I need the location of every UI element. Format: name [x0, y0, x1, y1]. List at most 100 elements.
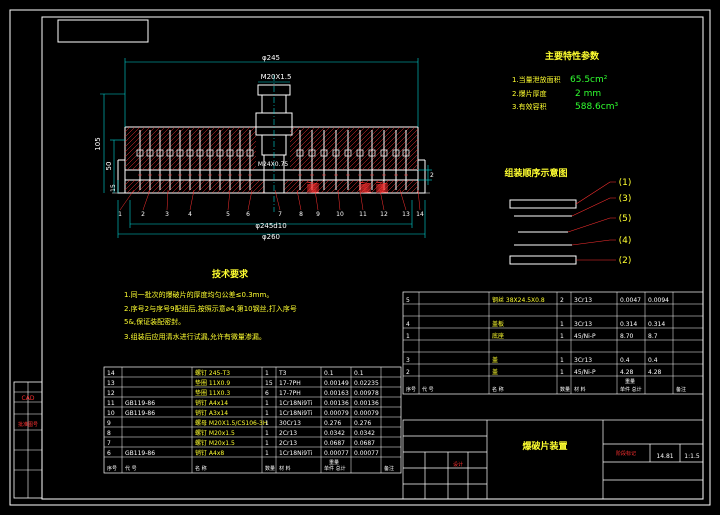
- bolt: [146, 130, 154, 190]
- bolt: [296, 130, 304, 190]
- table-cell: 2Cr13: [279, 430, 297, 437]
- table-cell: 6: [265, 390, 269, 397]
- table-cell: 8: [107, 430, 111, 437]
- table-cell: 螺钉 M20x1.5: [195, 439, 235, 447]
- table-cell: 螺钉 M20x1.5: [195, 429, 235, 437]
- assembly-label-1: (1): [619, 178, 632, 188]
- table-cell: 销钉 A4x14: [195, 399, 228, 407]
- table-cell: 8.70: [620, 333, 634, 340]
- table-cell: GB119-86: [125, 400, 155, 407]
- dim-thread: M20X1.5: [261, 73, 292, 81]
- table-cell: 10: [107, 410, 115, 417]
- bolt: [380, 130, 388, 190]
- table-cell: 1: [265, 440, 269, 447]
- dim-thread2: M24X0.75: [258, 161, 288, 168]
- title-block-title: 爆破片装置: [522, 440, 567, 452]
- table-cell: 1: [406, 333, 410, 340]
- assembly-label-4: (4): [619, 236, 632, 246]
- table-header-cell: 备注: [384, 465, 394, 472]
- table-cell: 9: [107, 420, 111, 427]
- table-cell: 1: [560, 369, 564, 376]
- table-cell: 盖: [492, 368, 498, 376]
- table-cell: 0.00163: [324, 390, 349, 397]
- table-header-cell: 材 料: [574, 386, 586, 393]
- bolt: [320, 130, 328, 190]
- table-cell: 1: [560, 357, 564, 364]
- spring: [358, 181, 372, 194]
- table-cell: 0.276: [354, 420, 371, 427]
- hatch-regions: [125, 127, 418, 193]
- table-header-cell: 材 料: [279, 465, 291, 472]
- table-cell: 0.0094: [648, 297, 669, 304]
- table-cell: 螺钉 245-T3: [195, 369, 230, 377]
- assembly-label-5: (5): [619, 214, 632, 224]
- balloon-label: 3: [165, 211, 169, 218]
- table-cell: 8.7: [648, 333, 658, 340]
- bolt: [196, 130, 204, 190]
- dim-fit-diameter: φ245d10: [255, 222, 286, 230]
- table-cell: 0.1: [324, 370, 334, 377]
- table-cell: 0.00077: [354, 450, 379, 457]
- table-cell: 15: [265, 380, 273, 387]
- table-cell: 3Cr13: [574, 321, 592, 328]
- dim-base-diameter: φ260: [262, 233, 280, 241]
- tech-item-4: 3.组装后应用清水进行试漏,允许有微量渗漏。: [124, 332, 266, 341]
- left-strip: CAD 批准图号: [13, 381, 43, 499]
- table-cell: GB119-86: [125, 410, 155, 417]
- balloon-10: 10: [336, 189, 344, 218]
- table-header-cell: 重量: [625, 378, 635, 385]
- section-view: [112, 75, 430, 212]
- balloon-label: 11: [359, 211, 367, 218]
- dim-height-small: 50: [105, 162, 113, 171]
- table-cell: 3Cr13: [574, 357, 592, 364]
- balloon-3: 3: [165, 189, 169, 218]
- title-block-mass: 14.81: [656, 453, 673, 460]
- hatch-region: [125, 180, 264, 193]
- balloon-13: 13: [399, 189, 410, 218]
- table-cell: 45/Ni-P: [574, 333, 596, 340]
- table-cell: 2Cr13: [279, 440, 297, 447]
- table-cell: GB119-86: [125, 450, 155, 457]
- dim-height-tiny: 15: [110, 184, 117, 192]
- table-cell: 0.00077: [324, 450, 349, 457]
- balloon-label: 10: [336, 211, 344, 218]
- spec-label-3: 3.有效容积: [512, 102, 547, 111]
- assembly-title: 组装顺序示意图: [504, 167, 567, 179]
- tech-item-3: 5&,保证装配密封。: [124, 317, 185, 326]
- table-cell: 0.00136: [354, 400, 379, 407]
- assembly-label-2: (2): [619, 256, 632, 266]
- assembly-leaders: [567, 181, 616, 261]
- left-strip-cad: CAD: [22, 395, 35, 402]
- assembly-diagram: [509, 199, 577, 265]
- table-cell: 螺母 M20X1.5/CS106-3H: [195, 419, 267, 427]
- dim-right-small: 2: [430, 172, 434, 179]
- table-cell: 14: [107, 370, 115, 377]
- table-header-cell: 序号: [406, 386, 416, 393]
- table-cell: 1: [560, 333, 564, 340]
- balloon-6: 6: [246, 189, 253, 218]
- specs-list: 1.当量泄放面积 65.5cm² 2.爆片厚度 2 mm 3.有效容积 588.…: [512, 75, 618, 112]
- table-cell: 2: [560, 297, 564, 304]
- tech-list: 1.同一批次的爆破片的厚度均匀公差≤0.3mm。 2.序号2与序号9配组后,按照…: [124, 290, 297, 341]
- table-cell: 垫圈 11X0.9: [195, 379, 230, 387]
- balloon-label: 4: [188, 211, 192, 218]
- table-cell: 0.0342: [324, 430, 345, 437]
- balloon-1: 1: [118, 189, 135, 218]
- bolt: [402, 130, 410, 190]
- balloon-12: 12: [379, 189, 388, 218]
- dim-overall-width: φ245: [262, 54, 280, 62]
- spec-value-1: 65.5cm²: [570, 75, 608, 85]
- table-header: 序号代 号名 称数量材 料单件 总计备注重量: [107, 459, 394, 472]
- table-cell: 底座: [492, 332, 504, 340]
- table-header-cell: 代 号: [125, 465, 137, 472]
- spec-value-3: 588.6cm³: [575, 102, 618, 112]
- table-cell: 4.28: [648, 369, 662, 376]
